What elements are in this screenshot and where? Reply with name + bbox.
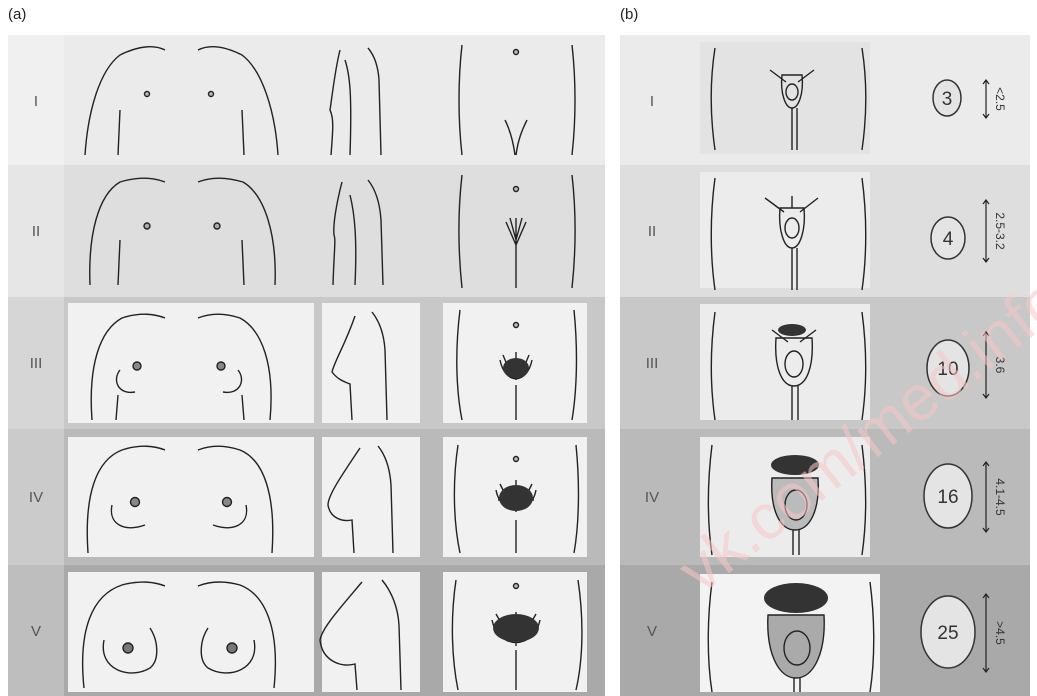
navel-icon [514,457,519,462]
stage-label: III [646,355,659,372]
pubic-hair-shape [778,324,806,336]
nipple-icon [214,223,220,229]
pubic-hair-shape [493,614,539,642]
nipple-icon [133,362,141,370]
nipple-icon [223,498,232,507]
stage-label: IV [29,489,43,506]
stage-label: V [31,623,41,640]
navel-icon [514,187,519,192]
navel-icon [514,50,519,55]
stage-label: I [650,93,654,110]
stage-label: III [30,355,43,372]
testicular-volume: 16 [937,487,958,508]
pubic-hair-shape [499,485,533,511]
pubic-hair-shape [503,358,529,378]
navel-icon [514,584,519,589]
nipple-icon [209,92,214,97]
testicular-length: >4.5 [993,621,1007,645]
testicular-volume: 4 [943,229,954,250]
stage-label: V [647,623,657,640]
stage-label: IV [645,489,659,506]
nipple-icon [123,643,133,653]
nipple-icon [145,92,150,97]
nipple-icon [227,643,237,653]
nipple-icon [144,223,150,229]
testicular-length: <2.5 [993,87,1007,111]
nipple-icon [217,362,225,370]
testicular-volume: 25 [937,623,958,644]
testicular-volume: 3 [942,89,953,110]
stage-label: II [648,223,656,240]
testicular-length: 2.5-3.2 [993,212,1007,250]
stage-label: II [32,223,40,240]
testicular-length: 4.1-4.5 [993,478,1007,516]
stage-label: I [34,93,38,110]
navel-icon [514,323,519,328]
nipple-icon [131,498,140,507]
pubic-hair-shape [764,583,828,613]
